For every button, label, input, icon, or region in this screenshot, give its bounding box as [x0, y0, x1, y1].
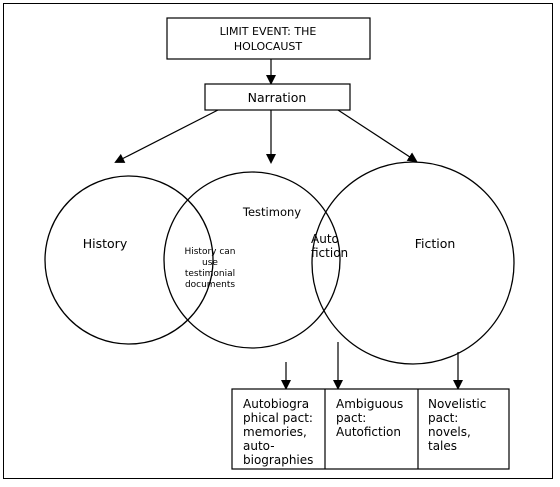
overlap-history-testimony-line2: use: [202, 258, 218, 268]
novelistic-line4: tales: [428, 439, 457, 453]
bottom-boxes-container: [231, 388, 510, 470]
history-circle: [44, 175, 214, 345]
overlap-history-testimony-line3: testimonial: [185, 269, 235, 279]
novelistic-line3: novels,: [428, 425, 471, 439]
ambiguous-line2: pact:: [336, 411, 366, 425]
autobiographical-line2: phical pact:: [243, 411, 313, 425]
autobiographical-line5: biographies: [243, 453, 313, 467]
autobiographical-line4: auto-: [243, 439, 275, 453]
history-label: History: [83, 236, 128, 251]
limit-event-box: [166, 17, 371, 60]
testimony-label: Testimony: [242, 205, 301, 219]
overlap-history-testimony-line4: documents: [185, 280, 235, 290]
autobiographical-line1: Autobiogra: [243, 397, 309, 411]
arrow-narration-to-fiction: [337, 109, 418, 163]
arrow-narration-to-history: [114, 109, 219, 163]
ambiguous-line3: Autofiction: [336, 425, 401, 439]
fiction-circle: [311, 161, 515, 365]
overlap-history-testimony-line1: History can: [184, 247, 235, 257]
fiction-label: Fiction: [415, 236, 456, 251]
autobiographical-line3: memories,: [243, 425, 307, 439]
overlap-testimony-fiction-line1: Auto: [311, 232, 339, 246]
ambiguous-line1: Ambiguous: [336, 397, 403, 411]
testimony-circle: [163, 171, 341, 349]
novelistic-line1: Novelistic: [428, 397, 486, 411]
narration-label: Narration: [248, 90, 307, 105]
novelistic-line2: pact:: [428, 411, 458, 425]
narration-box: [204, 83, 351, 111]
limit-event-line2: HOLOCAUST: [234, 40, 303, 53]
overlap-testimony-fiction-line2: fiction: [311, 246, 348, 260]
limit-event-line1: LIMIT EVENT: THE: [220, 25, 317, 38]
